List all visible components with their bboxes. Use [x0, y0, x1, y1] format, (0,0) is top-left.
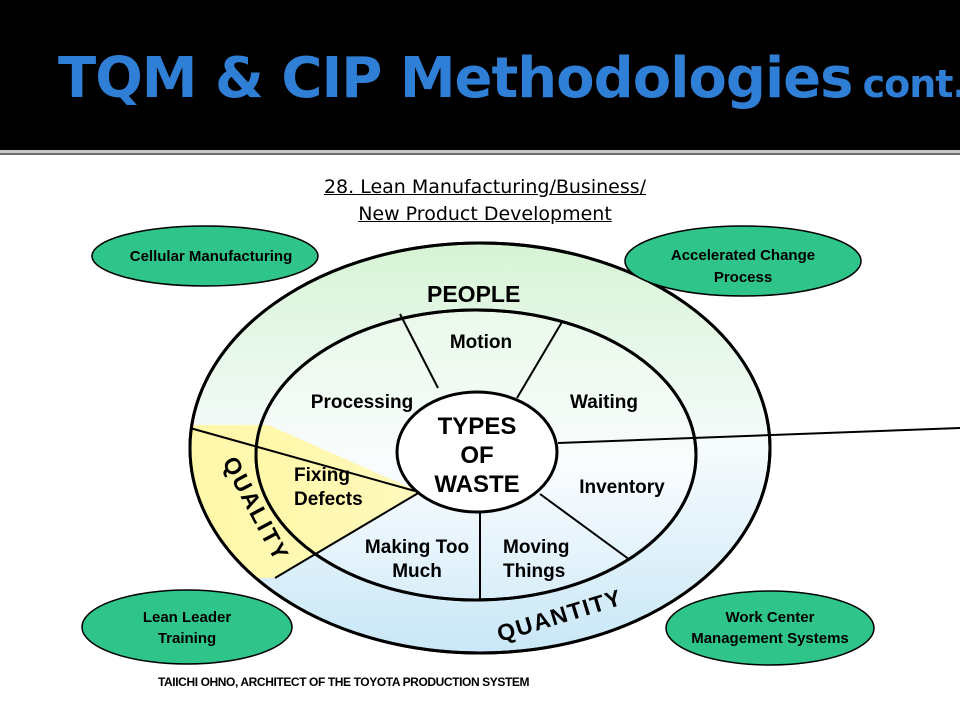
divider-motion-waiting [516, 321, 563, 399]
waste-moving-things-line-1: Moving [503, 537, 570, 558]
title-divider-dark [0, 153, 960, 155]
segment-dividers [189, 313, 960, 600]
subtitle-line-2: New Product Development [358, 203, 612, 225]
pill-cellular-manufacturing-line-1: Cellular Manufacturing [130, 248, 293, 265]
pill-cellular-manufacturing: Cellular Manufacturing [91, 225, 319, 287]
slide-title-main: TQM & CIP Methodologies [58, 46, 853, 111]
divider-quality-quantity [274, 491, 421, 579]
slide-title-suffix: cont. [862, 62, 960, 106]
pill-accelerated-change-line-2: Process [714, 269, 772, 286]
divider-waiting-inventory [557, 427, 960, 444]
slide-subtitle: 28. Lean Manufacturing/Business/ New Pro… [0, 174, 960, 228]
center-line-2: OF [460, 442, 493, 469]
center-line-1: TYPES [438, 413, 517, 440]
pill-lean-leader-line-2: Training [158, 630, 216, 647]
waste-fixing-defects-line-1: Fixing [294, 465, 350, 486]
outer-ring-border [188, 241, 772, 655]
inner-ring-border [254, 308, 698, 602]
center-line-3: WASTE [434, 471, 519, 498]
subtitle-line-1: 28. Lean Manufacturing/Business/ [323, 176, 647, 198]
pill-accelerated-change: Accelerated Change Process [624, 225, 862, 297]
center-ellipse [395, 390, 559, 514]
waste-moving-things-line-2: Things [503, 561, 565, 582]
title-bar: TQM & CIP Methodologies cont. [0, 0, 960, 150]
pill-work-center: Work Center Management Systems [665, 590, 875, 666]
pill-work-center-line-2: Management Systems [691, 630, 849, 647]
waste-inventory: Inventory [579, 477, 665, 498]
divider-moving-inventory [539, 493, 631, 561]
pill-accelerated-change-line-1: Accelerated Change [671, 247, 815, 264]
ring-label-people: PEOPLE [427, 281, 520, 307]
waste-fixing-defects-line-2: Defects [294, 489, 363, 510]
waste-waiting: Waiting [570, 392, 638, 413]
divider-processing-defects [189, 427, 416, 492]
pill-work-center-line-1: Work Center [726, 609, 815, 626]
pill-lean-leader: Lean Leader Training [81, 589, 293, 665]
waste-motion: Motion [450, 332, 512, 353]
slide-title: TQM & CIP Methodologies cont. [58, 46, 960, 111]
waste-making-too-much-line-1: Making Too [365, 537, 469, 558]
divider-motion-processing [399, 313, 439, 389]
pill-lean-leader-line-1: Lean Leader [143, 609, 232, 626]
diagram-credit: TAIICHI OHNO, ARCHITECT OF THE TOYOTA PR… [158, 675, 530, 689]
title-divider-light [0, 150, 960, 153]
waste-making-too-much-line-2: Much [392, 561, 442, 582]
waste-processing: Processing [311, 392, 413, 413]
